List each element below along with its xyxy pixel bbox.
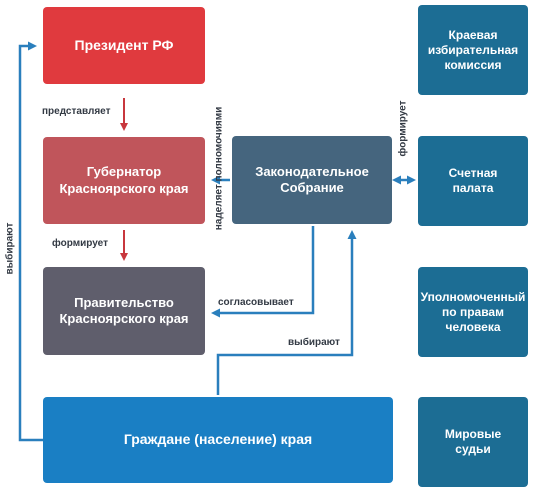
- election-commission-label: Краевая избирательная комиссия: [427, 27, 519, 72]
- label-represents: представляет: [42, 106, 111, 117]
- assembly-box: Законодательное Собрание: [232, 136, 392, 224]
- ombudsman-box: Уполномоченный по правам человека: [418, 267, 528, 357]
- assembly-label: Законодательное Собрание: [255, 163, 369, 195]
- president-box: Президент РФ: [43, 7, 205, 84]
- governor-label: Губернатор Красноярского края: [59, 164, 189, 196]
- governor-box: Губернатор Красноярского края: [43, 137, 205, 224]
- arrow-citizens-assembly: [216, 230, 357, 395]
- government-label: Правительство Красноярского края: [59, 294, 189, 326]
- audit-chamber-label: Счетная палата: [448, 166, 498, 195]
- label-elect-assembly: выбирают: [288, 337, 340, 348]
- government-box: Правительство Красноярского края: [43, 267, 205, 355]
- citizens-box: Граждане (население) края: [43, 397, 393, 483]
- ombudsman-label: Уполномоченный по правам человека: [420, 289, 526, 334]
- label-grants-powers: наделяет полномочиями: [213, 106, 225, 231]
- label-forms-bodies: формирует: [397, 100, 409, 157]
- magistrates-label: Мировые судьи: [444, 427, 502, 456]
- label-forms-government: формирует: [52, 238, 108, 249]
- arrow-assembly-government: [211, 226, 315, 318]
- audit-chamber-box: Счетная палата: [418, 136, 528, 226]
- election-commission-box: Краевая избирательная комиссия: [418, 5, 528, 95]
- citizens-label: Граждане (население) края: [123, 431, 313, 448]
- president-label: Президент РФ: [74, 36, 174, 53]
- label-elect-president: выбирают: [4, 222, 16, 275]
- label-approves: согласовывает: [218, 297, 294, 308]
- arrow-citizens-president: [18, 41, 43, 442]
- magistrates-box: Мировые судьи: [418, 397, 528, 487]
